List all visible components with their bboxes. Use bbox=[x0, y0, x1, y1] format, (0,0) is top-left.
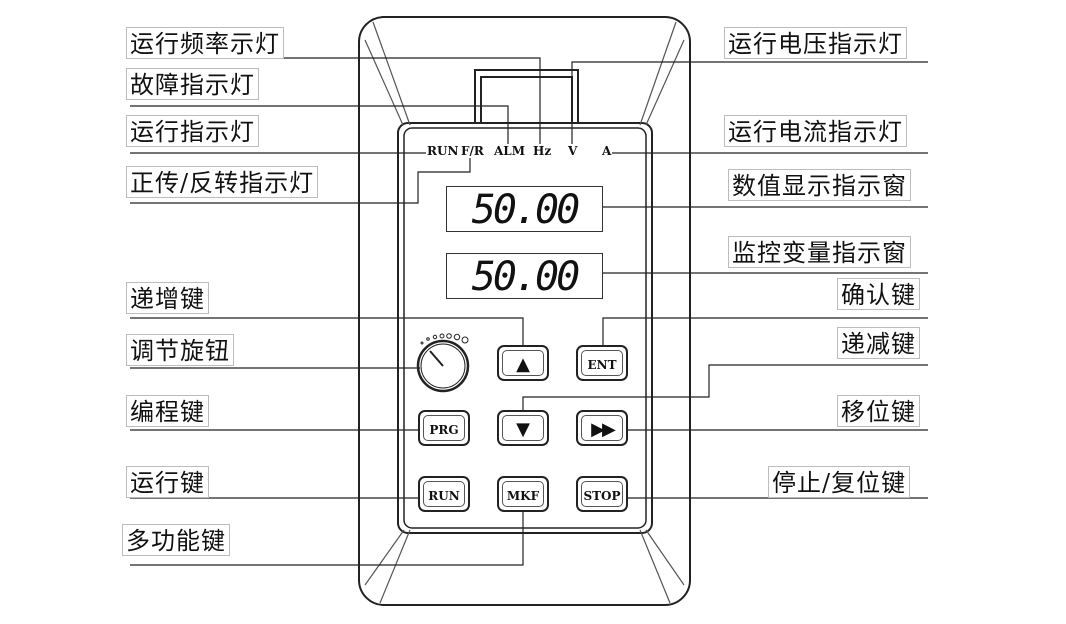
label-adjust-knob: 调节旋钮 bbox=[126, 334, 234, 366]
indicator-alarm: ALM bbox=[494, 144, 526, 158]
label-increment-key: 递增键 bbox=[126, 282, 209, 314]
indicator-hz: Hz bbox=[533, 144, 552, 158]
program-button-label: PRG bbox=[423, 415, 465, 441]
multi-function-button-label: MKF bbox=[502, 481, 544, 507]
shift-button[interactable]: ▶▶ bbox=[576, 410, 628, 446]
indicator-volt: V bbox=[568, 144, 578, 158]
program-button[interactable]: PRG bbox=[418, 410, 470, 446]
value-display-window: 50.00 bbox=[446, 186, 603, 233]
inner-panel bbox=[397, 122, 653, 534]
label-value-display: 数值显示指示窗 bbox=[728, 169, 911, 201]
monitor-display-window: 50.00 bbox=[446, 253, 603, 300]
label-monitor-display: 监控变量指示窗 bbox=[728, 236, 911, 268]
enter-button[interactable]: ENT bbox=[576, 345, 628, 381]
indicator-amp: A bbox=[602, 144, 612, 158]
label-stop-reset-key: 停止/复位键 bbox=[768, 466, 911, 498]
triangle-down-icon: ▼ bbox=[516, 419, 530, 440]
label-shift-key: 移位键 bbox=[837, 395, 920, 427]
multi-function-button[interactable]: MKF bbox=[497, 476, 549, 512]
indicator-run: RUN bbox=[427, 144, 459, 158]
label-multi-function-key: 多功能键 bbox=[122, 524, 230, 556]
label-confirm-key: 确认键 bbox=[837, 278, 920, 310]
stop-reset-button[interactable]: STOP bbox=[576, 476, 628, 512]
label-fault-indicator: 故障指示灯 bbox=[126, 68, 259, 100]
label-run-frequency-indicator: 运行频率示灯 bbox=[126, 27, 284, 59]
label-run-current-indicator: 运行电流指示灯 bbox=[724, 115, 907, 147]
enter-button-label: ENT bbox=[581, 350, 623, 376]
double-triangle-right-icon: ▶▶ bbox=[591, 419, 616, 440]
run-button-label: RUN bbox=[423, 481, 465, 507]
label-fwd-rev-indicator: 正传/反转指示灯 bbox=[126, 166, 319, 198]
adjust-knob bbox=[416, 333, 470, 393]
label-decrement-key: 递减键 bbox=[837, 327, 920, 359]
label-run-key: 运行键 bbox=[126, 466, 209, 498]
label-run-indicator: 运行指示灯 bbox=[126, 115, 259, 147]
decrement-button[interactable]: ▼ bbox=[497, 410, 549, 446]
outer-housing bbox=[358, 16, 691, 606]
indicator-fwd-rev: F/R bbox=[461, 144, 484, 158]
label-run-voltage-indicator: 运行电压指示灯 bbox=[724, 27, 907, 59]
top-tab bbox=[474, 69, 579, 123]
label-program-key: 编程键 bbox=[126, 395, 209, 427]
run-button[interactable]: RUN bbox=[418, 476, 470, 512]
triangle-up-icon: ▲ bbox=[516, 354, 530, 375]
stop-reset-button-label: STOP bbox=[581, 481, 623, 507]
increment-button[interactable]: ▲ bbox=[497, 345, 549, 381]
